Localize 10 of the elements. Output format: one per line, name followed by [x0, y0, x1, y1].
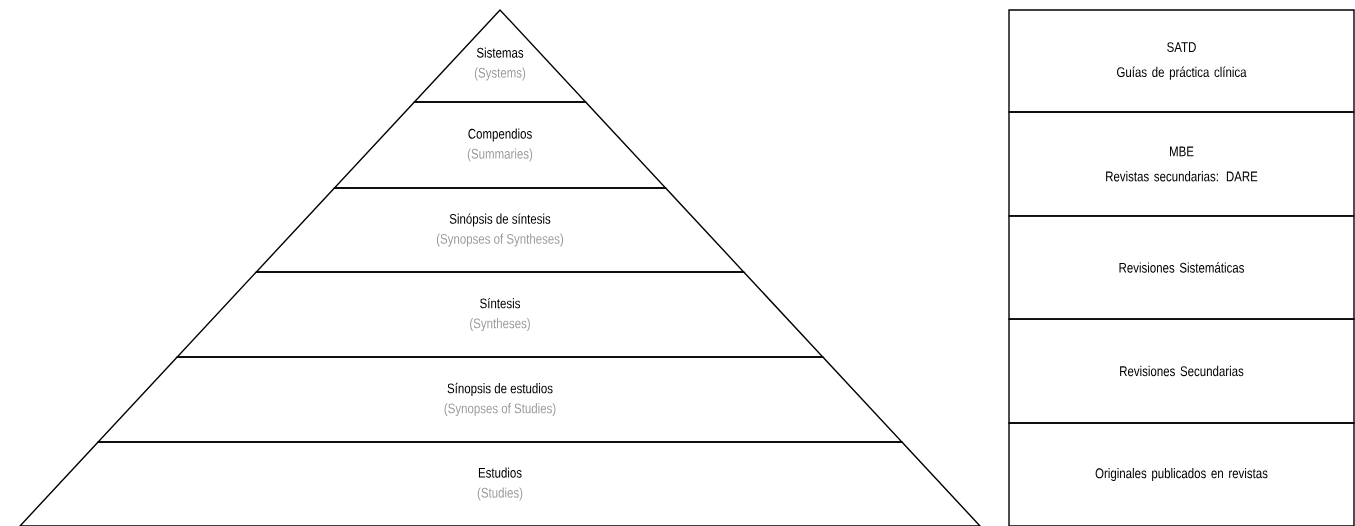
- table-cell: SATD Guías de práctica clínica: [1008, 9, 1355, 113]
- table-cell: Revisiones Secundarias: [1008, 318, 1355, 424]
- pyramid-level: Sínopsis de estudios (Synopses of Studies): [96, 356, 904, 443]
- table-cell: Originales publicados en revistas: [1008, 422, 1355, 526]
- pyramid-level: Sinópsis de síntesis (Synopses of Syntheses): [254, 187, 746, 273]
- pyramid-level: Estudios (Studies): [18, 441, 982, 526]
- pyramid-level: Compendios (Summaries): [332, 101, 668, 189]
- table-cell: MBE Revistas secundarias: DARE: [1008, 111, 1355, 217]
- table-cell: Revisiones Sistemáticas: [1008, 215, 1355, 320]
- pyramid-level: Síntesis (Syntheses): [175, 271, 825, 358]
